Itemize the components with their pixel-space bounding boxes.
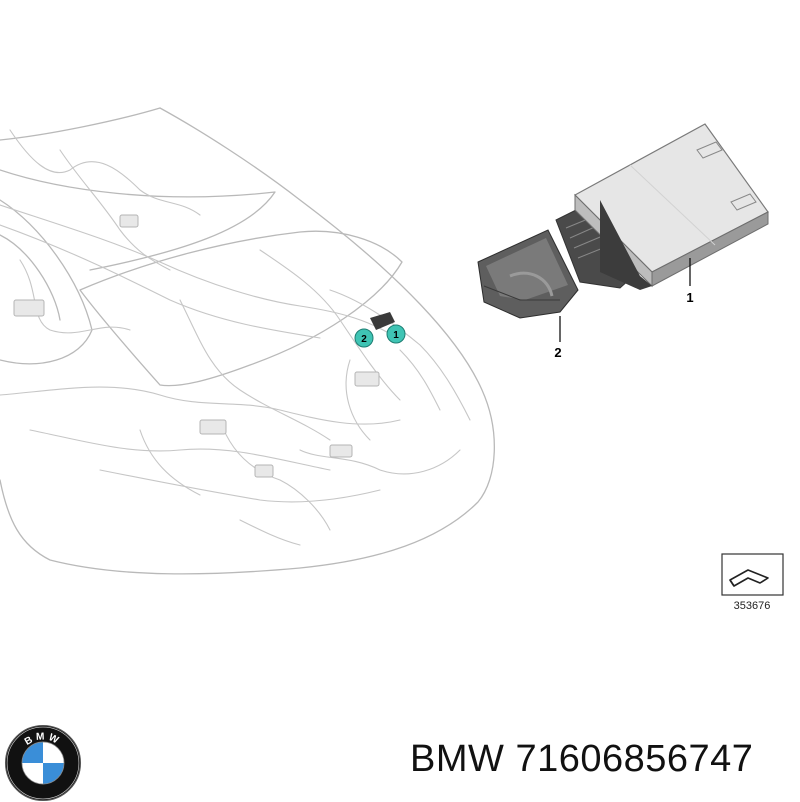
installed-module [370,312,395,330]
svg-text:BMW: BMW [23,731,63,748]
reference-box: 353676 [721,553,784,612]
wiring-harness [0,129,471,546]
position-marker-1: 1 [386,324,406,344]
harness-connectors [13,214,380,478]
marker-1-label: 1 [393,330,399,341]
part-control-unit [555,123,769,290]
caption-part-number: 71606856747 [515,738,754,780]
logo-letters: BMW [23,731,60,748]
part-cover [477,229,579,319]
callout-2: 2 [554,316,562,360]
car-outline [0,107,495,575]
callout-1-label: 1 [686,290,693,305]
marker-2-label: 2 [361,334,367,345]
reference-number: 353676 [734,600,771,612]
callout-2-label: 2 [554,345,561,360]
caption-brand: BMW [410,738,505,780]
position-marker-2: 2 [354,328,374,348]
callout-1: 1 [686,258,694,305]
part-caption: BMW 71606856747 [410,738,753,781]
bmw-logo-icon: BMW [4,724,82,802]
